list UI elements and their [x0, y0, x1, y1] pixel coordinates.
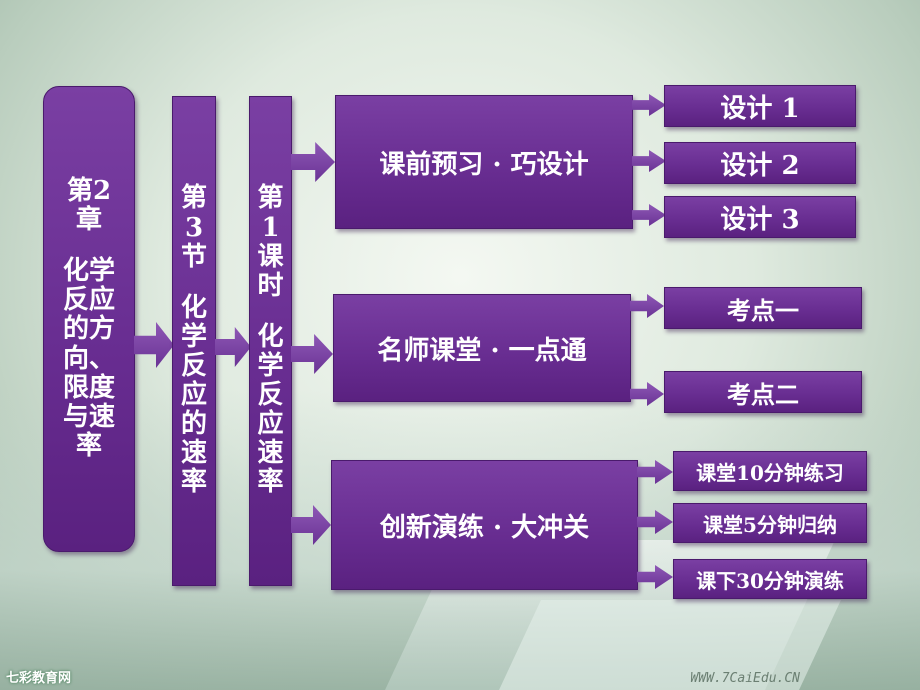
- module1-item3-arrow: [632, 204, 666, 226]
- chapter-line: 与速: [62, 401, 115, 432]
- design-1-button[interactable]: 设计 1: [664, 85, 856, 127]
- lesson-line: 率: [257, 467, 284, 498]
- class-10min-practice-button[interactable]: 课堂10分钟练习: [673, 451, 867, 491]
- section-line: 应: [180, 380, 207, 411]
- module-practice-box[interactable]: 创新演练 · 大冲关: [331, 460, 638, 590]
- lesson-line: 时: [257, 270, 284, 301]
- section-line: 率: [180, 467, 207, 498]
- item-label: 考点一: [727, 295, 799, 325]
- item-label: 课下30分钟演练: [696, 568, 844, 593]
- module-classroom-box[interactable]: 名师课堂 · 一点通: [333, 294, 631, 402]
- chapter-line: 化学: [62, 256, 115, 287]
- section-line: 的: [180, 409, 207, 440]
- chapter-line: 反应: [62, 285, 115, 316]
- section-line: 学: [180, 321, 207, 352]
- chapter-line: 限度: [62, 372, 115, 403]
- chapter-line: 向、: [62, 343, 115, 374]
- item-label: 考点二: [727, 379, 799, 409]
- design-2-button[interactable]: 设计 2: [664, 142, 856, 184]
- lesson-line: 学: [257, 351, 284, 381]
- module-label: 名师课堂 · 一点通: [377, 335, 587, 366]
- module-preview-box[interactable]: 课前预习 · 巧设计: [335, 95, 633, 229]
- chapter-line: 第2: [66, 176, 112, 206]
- lesson-box[interactable]: 第 1 课 时 化 学 反 应 速 率: [249, 96, 292, 586]
- lesson-line: 第: [257, 183, 284, 214]
- module-label: 创新演练 · 大冲关: [379, 512, 590, 543]
- chapter-box[interactable]: 第2 章 化学 反应 的方 向、 限度 与速 率: [43, 86, 135, 552]
- after-class-30min-practice-button[interactable]: 课下30分钟演练: [673, 559, 867, 599]
- section-line: 3: [184, 212, 204, 243]
- module-label: 课前预习 · 巧设计: [379, 149, 589, 180]
- module2-item1-arrow: [630, 294, 664, 318]
- section-line: 化: [180, 292, 207, 323]
- lesson-to-module1-arrow: [291, 142, 335, 182]
- module1-item2-arrow: [632, 150, 666, 172]
- section-line: 节: [180, 241, 207, 272]
- item-label: 课堂5分钟归纳: [703, 512, 837, 537]
- module1-item1-arrow: [632, 94, 666, 116]
- lesson-line: 速: [257, 438, 284, 469]
- chapter-line: 的方: [62, 314, 115, 345]
- chapter-to-section-arrow: [134, 322, 174, 368]
- lesson-line: 反: [257, 380, 284, 411]
- site-url-watermark: WWW.7CaiEdu.CN: [690, 671, 800, 686]
- item-label: 课堂10分钟练习: [696, 460, 844, 485]
- section-to-lesson-arrow: [215, 327, 251, 367]
- lesson-line: 应: [257, 409, 284, 440]
- item-label: 设计 3: [720, 204, 800, 235]
- lesson-line: 课: [257, 241, 284, 272]
- site-logo-watermark: 七彩教育网: [6, 671, 72, 686]
- section-line: 第: [180, 183, 207, 214]
- chapter-line: 章: [75, 205, 102, 236]
- key-point-2-button[interactable]: 考点二: [664, 371, 862, 413]
- lesson-line: 化: [257, 321, 284, 352]
- lesson-to-module2-arrow: [291, 334, 333, 374]
- class-5min-summary-button[interactable]: 课堂5分钟归纳: [673, 503, 867, 543]
- lesson-line: 1: [261, 212, 280, 243]
- chapter-line: 率: [75, 430, 102, 461]
- item-label: 设计 1: [720, 93, 800, 124]
- design-3-button[interactable]: 设计 3: [664, 196, 856, 238]
- section-line: 速: [180, 438, 207, 469]
- item-label: 设计 2: [720, 150, 800, 181]
- section-box[interactable]: 第 3 节 化 学 反 应 的 速 率: [172, 96, 216, 586]
- key-point-1-button[interactable]: 考点一: [664, 287, 862, 329]
- section-line: 反: [180, 351, 207, 381]
